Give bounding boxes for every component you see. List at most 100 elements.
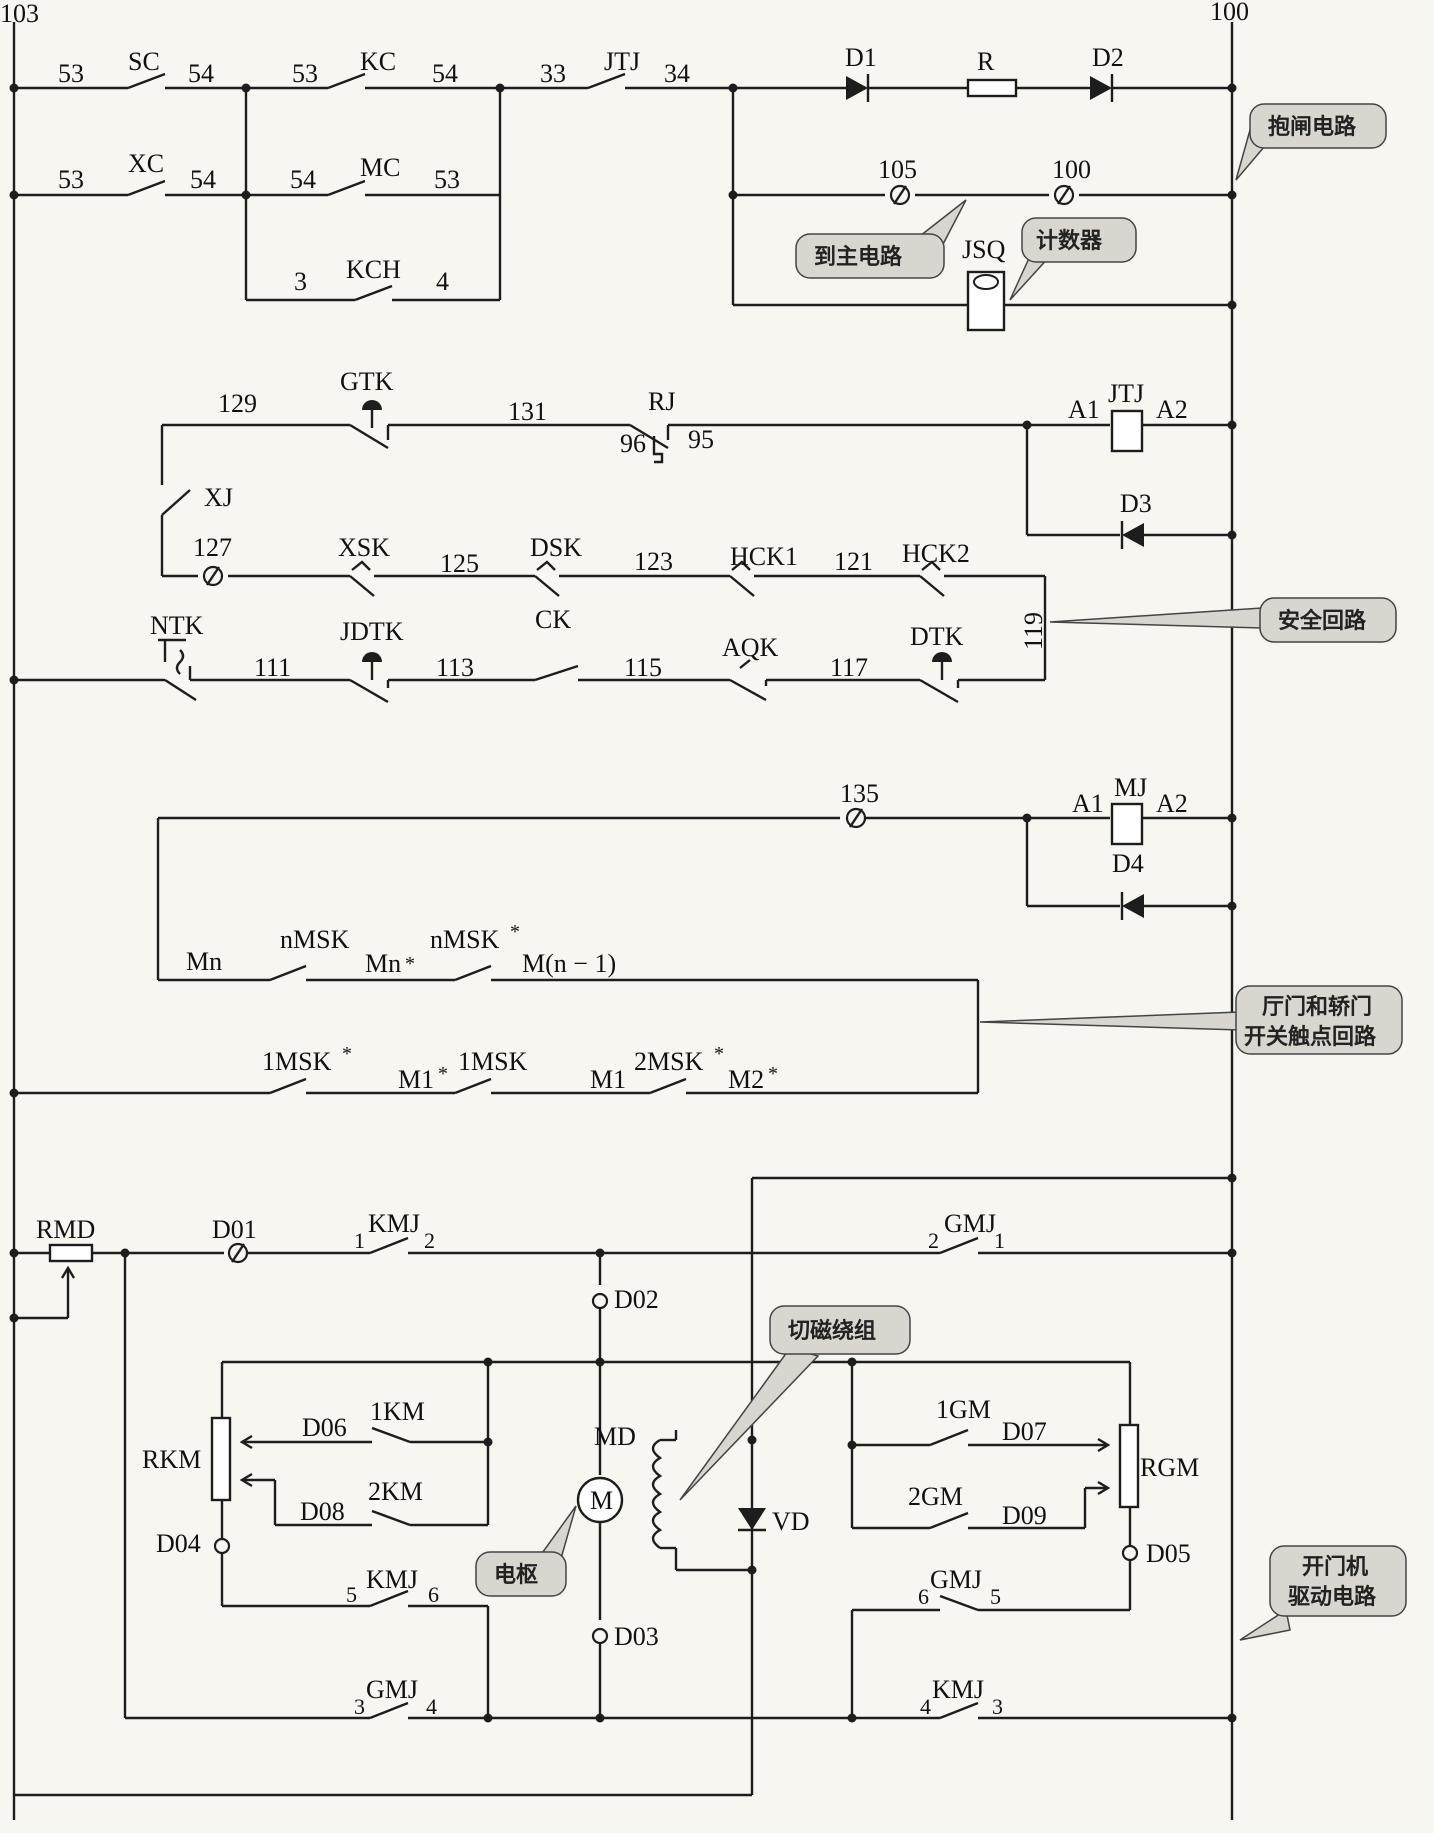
kmj-5-6-contact: [369, 1589, 409, 1608]
label-d02: D02: [614, 1285, 659, 1314]
star-nmsk: *: [510, 921, 520, 943]
mc-contact: [327, 179, 366, 197]
label-a1: A1: [1072, 789, 1104, 818]
power-rails: 103 100: [0, 0, 1249, 1820]
label-53: 53: [434, 165, 460, 194]
kc-contact: [327, 72, 366, 90]
star-m1: *: [438, 1063, 448, 1085]
label-105: 105: [878, 155, 917, 184]
label-sc: SC: [128, 47, 160, 76]
label-53: 53: [292, 59, 318, 88]
label-nmsk-star: nMSK: [430, 925, 500, 954]
label-rmd: RMD: [36, 1215, 95, 1244]
label-xj: XJ: [204, 483, 233, 512]
callout-counter: 计数器: [1009, 217, 1137, 301]
label-md: MD: [594, 1422, 636, 1451]
label-jdtk: JDTK: [340, 617, 404, 646]
label-xsk: XSK: [338, 533, 390, 562]
hck2-contact: [919, 575, 945, 597]
label-d08: D08: [300, 1497, 345, 1526]
label-34: 34: [664, 59, 690, 88]
2gm-contact: [929, 1511, 969, 1530]
callout-armature: 电枢: [475, 1505, 577, 1597]
label-gtk: GTK: [340, 367, 394, 396]
svg-text:驱动电路: 驱动电路: [1288, 1584, 1377, 1610]
diode-d1: [846, 74, 870, 102]
aqk-contact: [729, 678, 767, 702]
label-kmj-5: 5: [346, 1582, 357, 1607]
svg-text:厅门和轿门: 厅门和轿门: [1262, 994, 1372, 1020]
label-gmj-3: 3: [354, 1694, 365, 1719]
hck1-contact: [729, 575, 755, 597]
label-125: 125: [440, 549, 479, 578]
label-131: 131: [508, 397, 547, 426]
resistor-rkm: [210, 1416, 232, 1502]
label-hck2: HCK2: [902, 539, 970, 568]
jdtk-contact: [349, 678, 389, 704]
callout-brake-circuit: 抱闸电路: [1235, 103, 1387, 181]
xsk-contact: [349, 575, 375, 597]
label-motor-m: M: [590, 1486, 613, 1515]
label-gmj-5: 5: [990, 1584, 1001, 1609]
xc-contact: [127, 179, 166, 197]
kch-contact: [354, 284, 393, 302]
gmj-2-1-contact: [939, 1236, 979, 1255]
ntk-contact: [164, 678, 197, 702]
label-kmj-1: 1: [354, 1228, 365, 1253]
label-r: R: [977, 47, 995, 76]
label-2gm: 2GM: [908, 1482, 963, 1511]
label-mn: Mn: [186, 947, 222, 976]
label-53: 53: [58, 165, 84, 194]
label-m1-star: M1: [398, 1065, 434, 1094]
dtk-contact: [919, 678, 959, 704]
door-drive-circuit: RMD D01 1 KMJ 2 2 GMJ 1 D02 RKM D06 1KM …: [9, 1173, 1237, 1797]
label-d3: D3: [1120, 489, 1152, 518]
rj-contact: [629, 423, 669, 450]
label-d1: D1: [845, 43, 877, 72]
label-95: 95: [688, 425, 714, 454]
jtj-coil: [1110, 409, 1144, 453]
svg-text:开门机: 开门机: [1302, 1554, 1368, 1580]
label-dtk: DTK: [910, 622, 964, 651]
label-hck1: HCK1: [730, 542, 798, 571]
label-d01: D01: [212, 1215, 257, 1244]
label-a2: A2: [1156, 789, 1188, 818]
label-kmj-3: 3: [992, 1694, 1003, 1719]
field-winding: [651, 1438, 663, 1549]
left-rail-label: 103: [0, 0, 39, 28]
mj-coil: [1110, 802, 1144, 846]
label-53: 53: [58, 59, 84, 88]
label-m2-star: M2: [728, 1065, 764, 1094]
star-1msk: *: [342, 1043, 352, 1065]
label-d06: D06: [302, 1413, 347, 1442]
dsk-contact: [534, 575, 560, 597]
star-m2: *: [768, 1063, 778, 1085]
svg-text:电枢: 电枢: [494, 1563, 538, 1588]
diode-d2: [1090, 74, 1114, 102]
label-kmj-4: 4: [920, 1694, 931, 1719]
1km-contact: [371, 1426, 411, 1444]
door-contact-loop: 135 A1 MJ A2 D4 Mn nMSK Mn * nMSK * M(n …: [9, 773, 1237, 1098]
label-54: 54: [188, 59, 214, 88]
gmj-3-4-contact: [369, 1701, 409, 1720]
label-d05: D05: [1146, 1539, 1191, 1568]
2km-contact: [371, 1509, 411, 1527]
label-d03: D03: [614, 1622, 659, 1651]
nmsk-contact: [269, 964, 307, 982]
label-vd: VD: [772, 1507, 810, 1536]
callout-field-winding: 切磁绕组: [679, 1305, 911, 1501]
label-rj: RJ: [648, 387, 675, 416]
label-kmj: KMJ: [366, 1565, 418, 1594]
label-m1: M1: [590, 1065, 626, 1094]
callout-door-contact-loop: 厅门和轿门 开关触点回路: [979, 985, 1403, 1055]
nmsk-star-contact: [454, 964, 492, 982]
callouts: 抱闸电路 到主电路 计数器 安全回路 厅门和轿门 开关触点回路 切磁绕组: [475, 103, 1407, 1641]
counter-jsq: [966, 270, 1006, 332]
label-d07: D07: [1002, 1417, 1047, 1446]
star-2msk: *: [714, 1043, 724, 1065]
1msk-star-contact: [269, 1077, 307, 1095]
label-rkm: RKM: [142, 1445, 201, 1474]
label-1msk-star: 1MSK: [262, 1047, 332, 1076]
label-96: 96: [620, 429, 646, 458]
ck-contact: [534, 664, 579, 682]
